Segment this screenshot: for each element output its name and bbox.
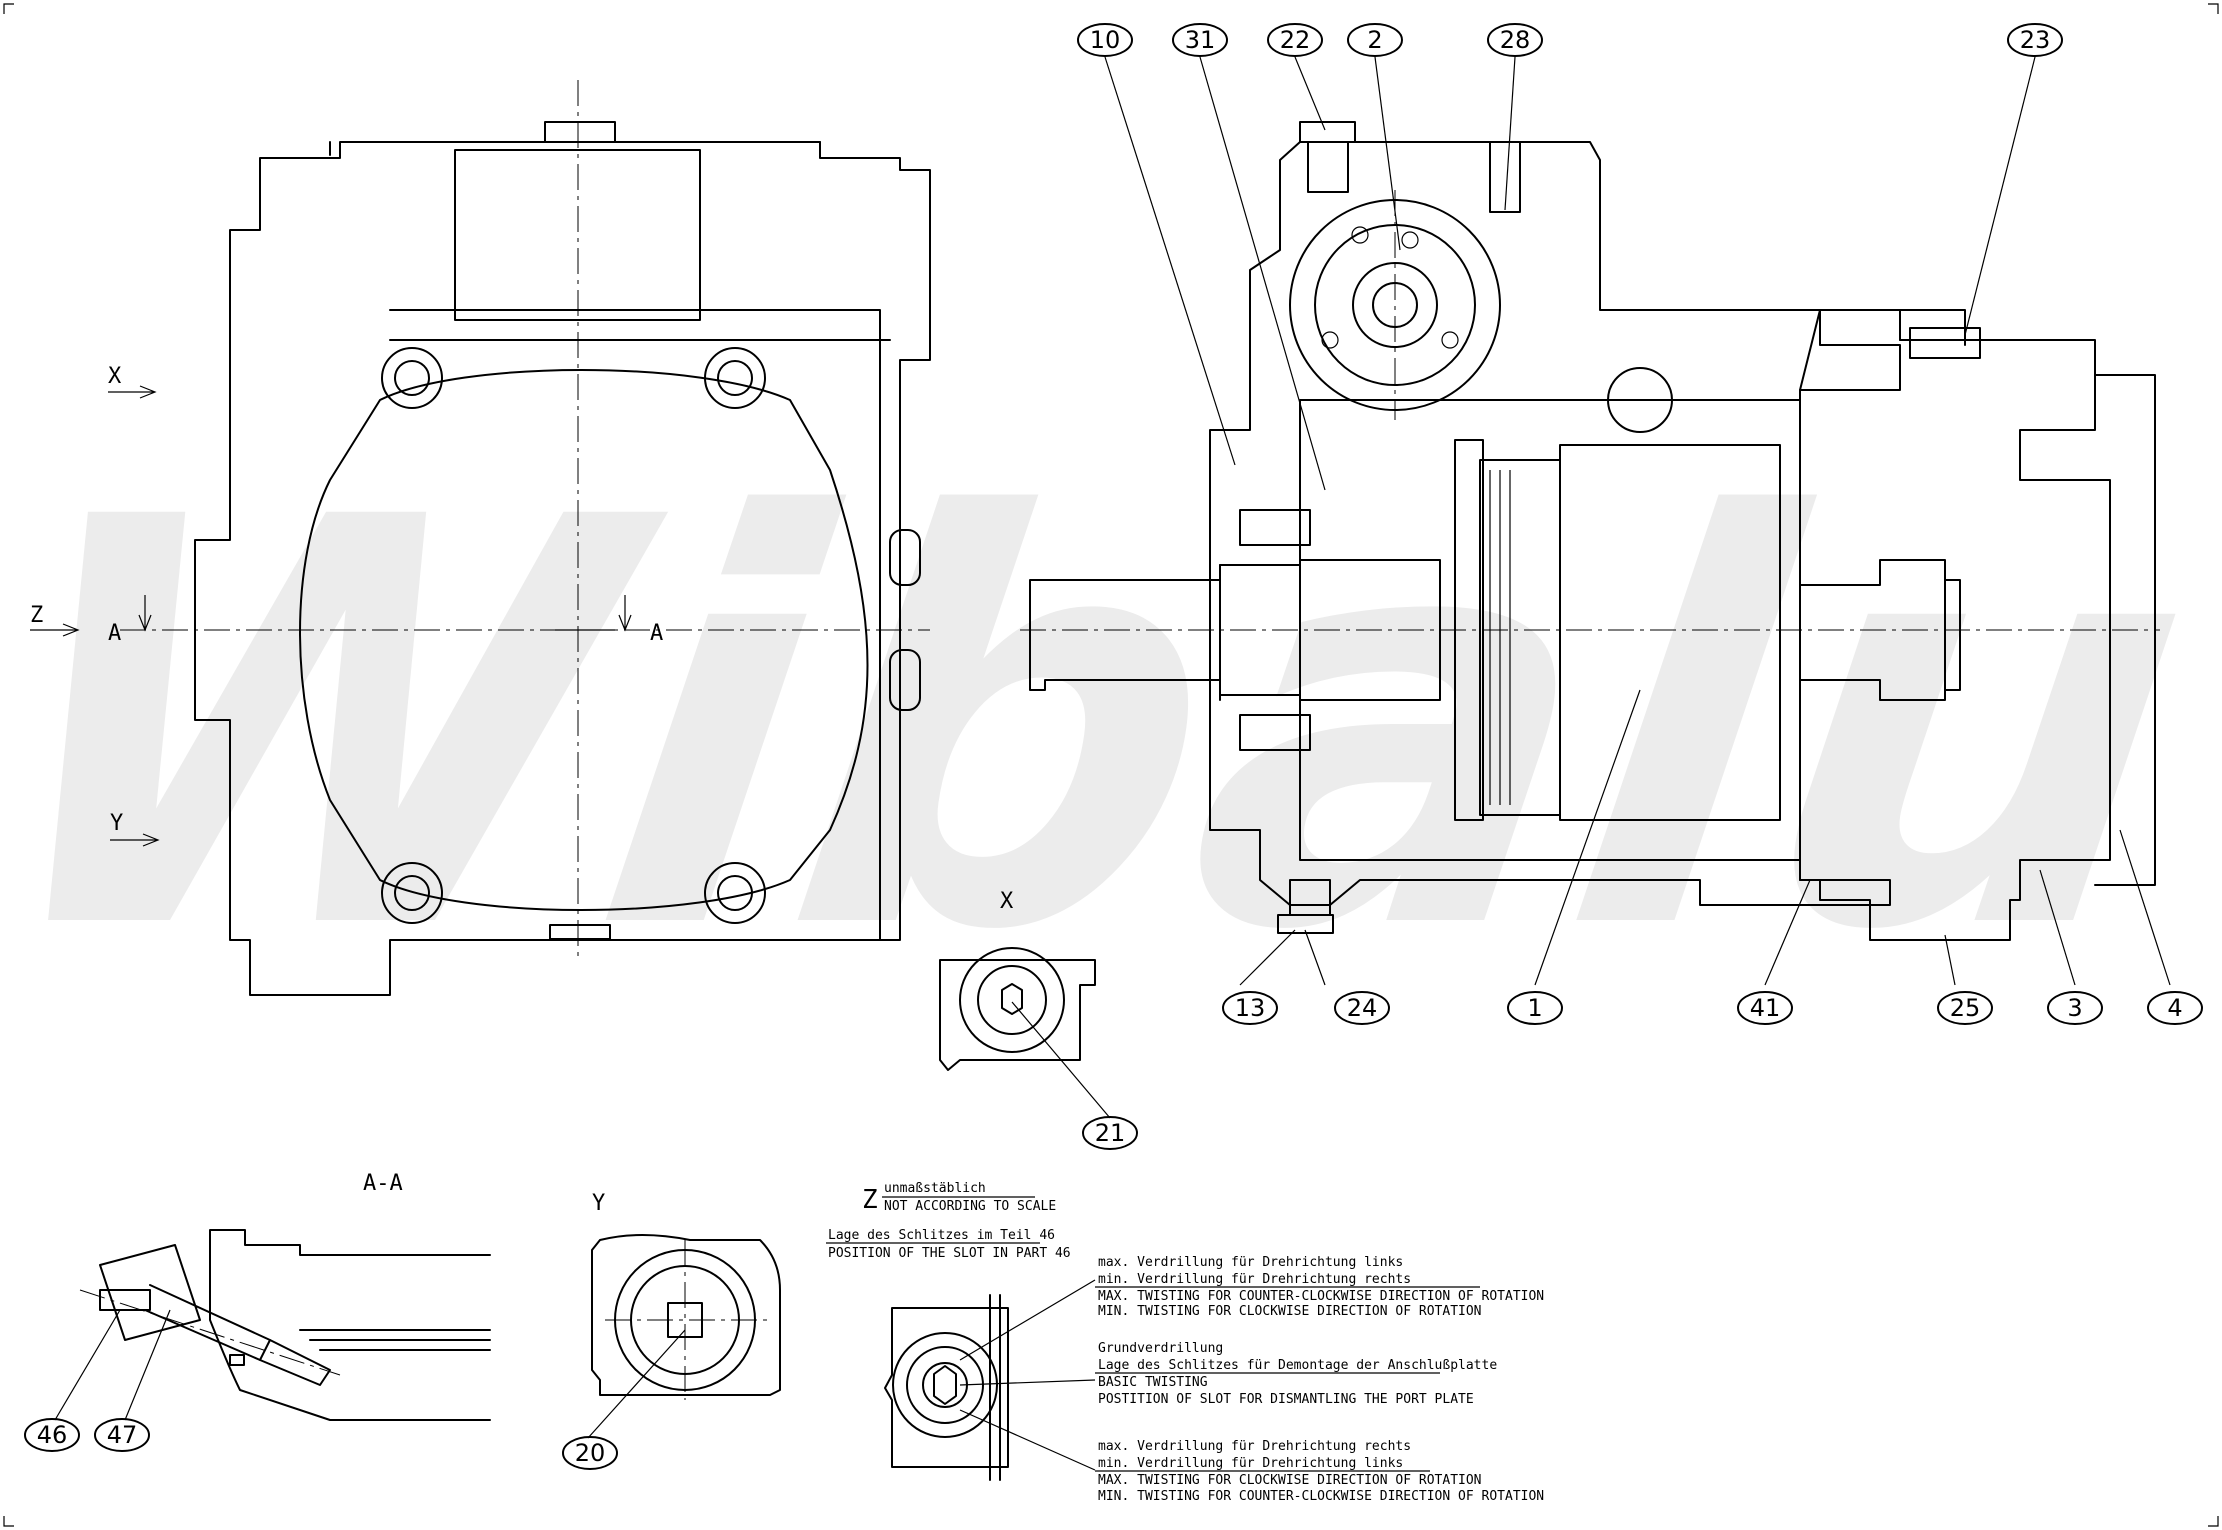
balloon-23: 23 xyxy=(2007,23,2063,57)
svg-text:min. Verdrillung für Drehricht: min. Verdrillung für Drehrichtung links xyxy=(1098,1456,1403,1471)
svg-text:unmaßstäblich: unmaßstäblich xyxy=(884,1181,986,1196)
twist-notes: max. Verdrillung für Drehrichtung links … xyxy=(1095,1255,1544,1504)
svg-text:25: 25 xyxy=(1950,994,1981,1022)
svg-text:3: 3 xyxy=(2067,994,2082,1022)
view-x: X xyxy=(939,889,1096,1071)
svg-text:A: A xyxy=(650,621,663,646)
svg-text:20: 20 xyxy=(575,1439,606,1467)
balloon-25: 25 xyxy=(1937,991,1993,1025)
svg-text:2: 2 xyxy=(1367,26,1382,54)
balloon-2: 2 xyxy=(1347,23,1403,57)
svg-text:MAX. TWISTING FOR COUNTER-CLOC: MAX. TWISTING FOR COUNTER-CLOCKWISE DIRE… xyxy=(1098,1289,1544,1304)
svg-text:31: 31 xyxy=(1185,26,1216,54)
svg-text:X: X xyxy=(1000,889,1014,914)
leaders xyxy=(54,56,2171,1439)
balloon-21: 21 xyxy=(1082,1116,1138,1150)
svg-text:41: 41 xyxy=(1750,994,1781,1022)
section-aa: A-A xyxy=(79,1171,491,1421)
balloon-13: 13 xyxy=(1222,991,1278,1025)
svg-text:22: 22 xyxy=(1280,26,1311,54)
balloon-4: 4 xyxy=(2147,991,2203,1025)
section-view xyxy=(1020,121,2160,941)
corner-marks xyxy=(3,3,2219,1527)
cover-bolts xyxy=(381,347,766,924)
balloon-31: 31 xyxy=(1172,23,1228,57)
svg-text:10: 10 xyxy=(1090,26,1121,54)
svg-text:Z: Z xyxy=(30,603,43,628)
front-view xyxy=(120,80,931,996)
svg-text:max. Verdrillung für Drehricht: max. Verdrillung für Drehrichtung links xyxy=(1098,1255,1403,1270)
svg-text:13: 13 xyxy=(1235,994,1266,1022)
svg-text:47: 47 xyxy=(107,1421,138,1449)
svg-text:Z: Z xyxy=(862,1185,878,1215)
svg-text:28: 28 xyxy=(1500,26,1531,54)
svg-text:NOT ACCORDING TO SCALE: NOT ACCORDING TO SCALE xyxy=(884,1199,1056,1214)
svg-text:46: 46 xyxy=(37,1421,68,1449)
svg-text:MIN. TWISTING FOR COUNTER-CLOC: MIN. TWISTING FOR COUNTER-CLOCKWISE DIRE… xyxy=(1098,1489,1544,1504)
svg-text:4: 4 xyxy=(2167,994,2182,1022)
svg-text:21: 21 xyxy=(1095,1119,1126,1147)
svg-text:Y: Y xyxy=(592,1191,605,1216)
balloon-47: 47 xyxy=(94,1418,150,1452)
balloon-28: 28 xyxy=(1487,23,1543,57)
svg-text:MIN. TWISTING FOR CLOCKWISE DI: MIN. TWISTING FOR CLOCKWISE DIRECTION OF… xyxy=(1098,1304,1482,1319)
svg-text:A: A xyxy=(108,621,121,646)
svg-text:Grundverdrillung: Grundverdrillung xyxy=(1098,1341,1223,1356)
svg-text:min. Verdrillung für Drehricht: min. Verdrillung für Drehrichtung rechts xyxy=(1098,1272,1411,1287)
view-z: Z unmaßstäblich NOT ACCORDING TO SCALE L… xyxy=(826,1181,1544,1504)
balloon-20: 20 xyxy=(562,1436,618,1470)
balloon-41: 41 xyxy=(1737,991,1793,1025)
view-y: Y xyxy=(591,1191,781,1400)
svg-text:BASIC TWISTING: BASIC TWISTING xyxy=(1098,1375,1208,1390)
svg-text:X: X xyxy=(108,364,122,389)
balloon-3: 3 xyxy=(2047,991,2103,1025)
balloon-24: 24 xyxy=(1334,991,1390,1025)
part-balloons: 10 31 22 2 28 23 13 24 1 41 25 3 4 21 20… xyxy=(24,23,2203,1470)
balloon-10: 10 xyxy=(1077,23,1133,57)
svg-text:24: 24 xyxy=(1347,994,1378,1022)
svg-text:Lage des Schlitzes für Demonta: Lage des Schlitzes für Demontage der Ans… xyxy=(1098,1358,1497,1373)
svg-text:POSITION OF THE SLOT IN PART 4: POSITION OF THE SLOT IN PART 46 xyxy=(828,1246,1071,1261)
balloon-46: 46 xyxy=(24,1418,80,1452)
balloon-1: 1 xyxy=(1507,991,1563,1025)
svg-text:23: 23 xyxy=(2020,26,2051,54)
section-markers: X Y Z A A xyxy=(30,364,663,847)
svg-text:POSTITION OF SLOT FOR DISMANTL: POSTITION OF SLOT FOR DISMANTLING THE PO… xyxy=(1098,1392,1474,1407)
svg-text:1: 1 xyxy=(1527,994,1542,1022)
svg-text:MAX. TWISTING FOR CLOCKWISE DI: MAX. TWISTING FOR CLOCKWISE DIRECTION OF… xyxy=(1098,1473,1482,1488)
svg-text:Lage des Schlitzes im Teil 46: Lage des Schlitzes im Teil 46 xyxy=(828,1228,1055,1243)
balloon-22: 22 xyxy=(1267,23,1323,57)
svg-text:max. Verdrillung für Drehricht: max. Verdrillung für Drehrichtung rechts xyxy=(1098,1439,1411,1454)
watermark: Wibalu xyxy=(0,401,2222,1053)
svg-text:Y: Y xyxy=(110,811,123,836)
svg-text:A-A: A-A xyxy=(363,1171,403,1196)
